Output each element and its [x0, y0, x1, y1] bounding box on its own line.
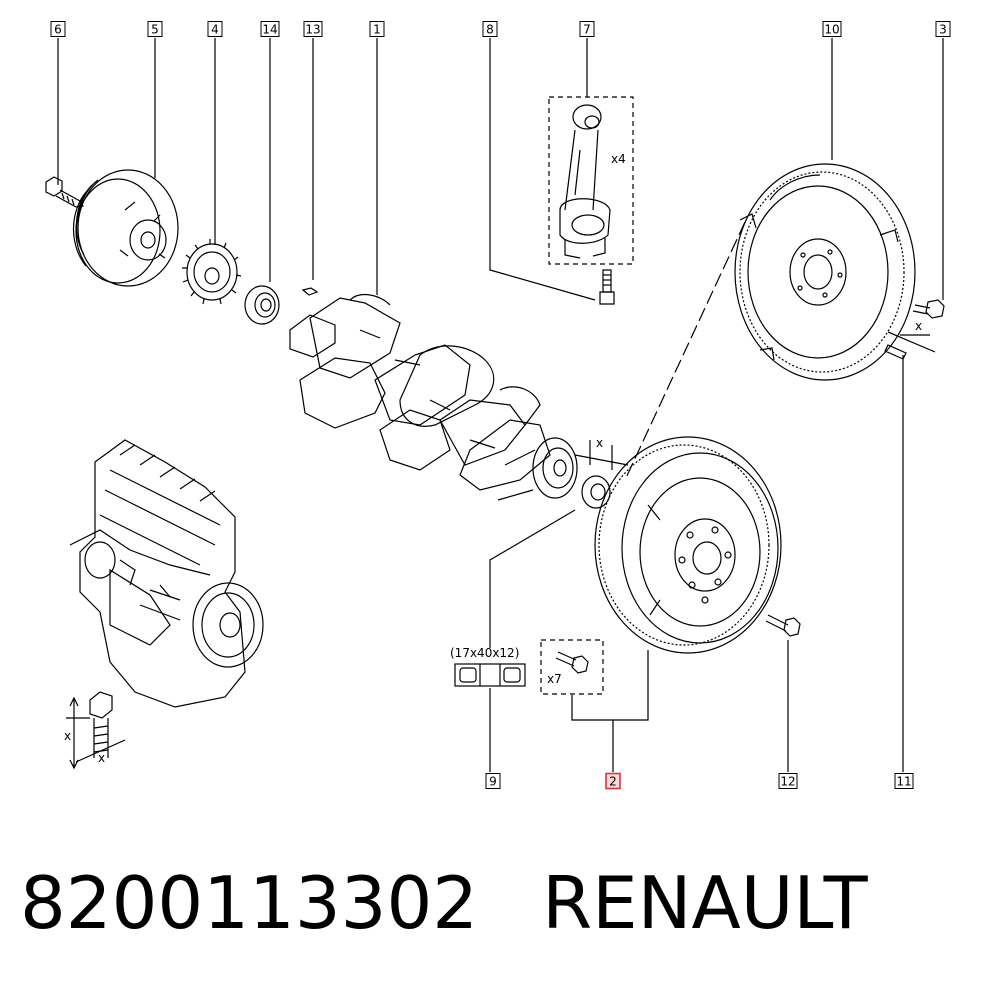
callout-9: 9: [485, 773, 501, 789]
dimension-x-label-dowel: x: [915, 319, 922, 333]
callout-label-12: 12: [780, 775, 795, 789]
connecting-rod-part: [548, 96, 634, 265]
callout-4: 4: [207, 21, 223, 37]
callout-box-5: [147, 21, 163, 37]
dual-mass-flywheel-part: [594, 436, 782, 654]
footer-caption: 8200113302 RENAULT: [20, 858, 980, 948]
callout-box-7: [579, 21, 595, 37]
bearing-dimensions-label: (17x40x12): [450, 646, 519, 660]
callout-14: 14: [260, 21, 280, 37]
callout-label-5: 5: [151, 23, 159, 37]
callout-3: 3: [935, 21, 951, 37]
flywheel-mounting-bolt-part: [765, 614, 801, 637]
callout-2: 2: [605, 772, 621, 790]
dimension-bolt-illustration: [66, 691, 126, 770]
callout-box-9: [485, 773, 501, 789]
callout-box-11: [894, 773, 914, 789]
oil-seal-part: [244, 285, 280, 325]
callout-label-8: 8: [486, 23, 494, 37]
callout-box-3: [935, 21, 951, 37]
dimension-x-label-height: x: [64, 729, 71, 743]
callout-box-1: [369, 21, 385, 37]
callout-label-3: 3: [939, 23, 947, 37]
callout-box-12: [778, 773, 798, 789]
callout-label-10: 10: [824, 23, 839, 37]
callout-12: 12: [778, 773, 798, 789]
pilot-bearing-part: [581, 440, 613, 509]
pulley-bolt-part: [45, 176, 84, 208]
callout-box-6: [50, 21, 66, 37]
dimension-x-label-seal: x: [596, 436, 603, 450]
timing-sprocket-part: [182, 239, 242, 305]
rod-bolt-part: [599, 269, 615, 305]
crankshaft-part: [289, 293, 578, 501]
callout-label-11: 11: [896, 775, 911, 789]
callout-7: 7: [579, 21, 595, 37]
dimension-x-label-diameter: x: [98, 751, 105, 765]
callout-box-2: [605, 772, 621, 790]
callout-box-4: [207, 21, 223, 37]
callout-label-14: 14: [262, 23, 277, 37]
callout-label-1: 1: [373, 23, 381, 37]
callout-box-10: [822, 21, 842, 37]
callout-1: 1: [369, 21, 385, 37]
callout-13: 13: [303, 21, 323, 37]
callout-label-2: 2: [609, 775, 617, 789]
flywheel-part: [734, 163, 916, 381]
callout-5: 5: [147, 21, 163, 37]
callout-box-13: [303, 21, 323, 37]
callout-label-9: 9: [489, 775, 497, 789]
callout-6: 6: [50, 21, 66, 37]
callout-label-6: 6: [54, 23, 62, 37]
callout-group: 6 5 4 14 13 1 8 7 10 3 9 2 12 11: [50, 21, 951, 790]
crankshaft-pulley-part: [72, 169, 179, 287]
bolt-kit-box: [540, 639, 604, 695]
callout-label-4: 4: [211, 23, 219, 37]
leader-lines: [57, 38, 944, 772]
engine-block-illustration: [69, 439, 264, 708]
callout-11: 11: [894, 773, 914, 789]
brand-name: RENAULT: [542, 861, 868, 945]
bearing-section-part: [454, 663, 526, 687]
part-number: 8200113302: [20, 861, 479, 945]
callout-10: 10: [822, 21, 842, 37]
bolt-quantity-label: x7: [547, 672, 562, 686]
callout-8: 8: [482, 21, 498, 37]
callout-label-13: 13: [305, 23, 320, 37]
callout-label-7: 7: [583, 23, 591, 37]
rod-quantity-label: x4: [611, 152, 626, 166]
callout-box-14: [260, 21, 280, 37]
flywheel-bolt-part: [912, 299, 945, 319]
dowel-pin-part: [884, 331, 936, 360]
callout-box-8: [482, 21, 498, 37]
woodruff-key-part: [301, 287, 319, 296]
